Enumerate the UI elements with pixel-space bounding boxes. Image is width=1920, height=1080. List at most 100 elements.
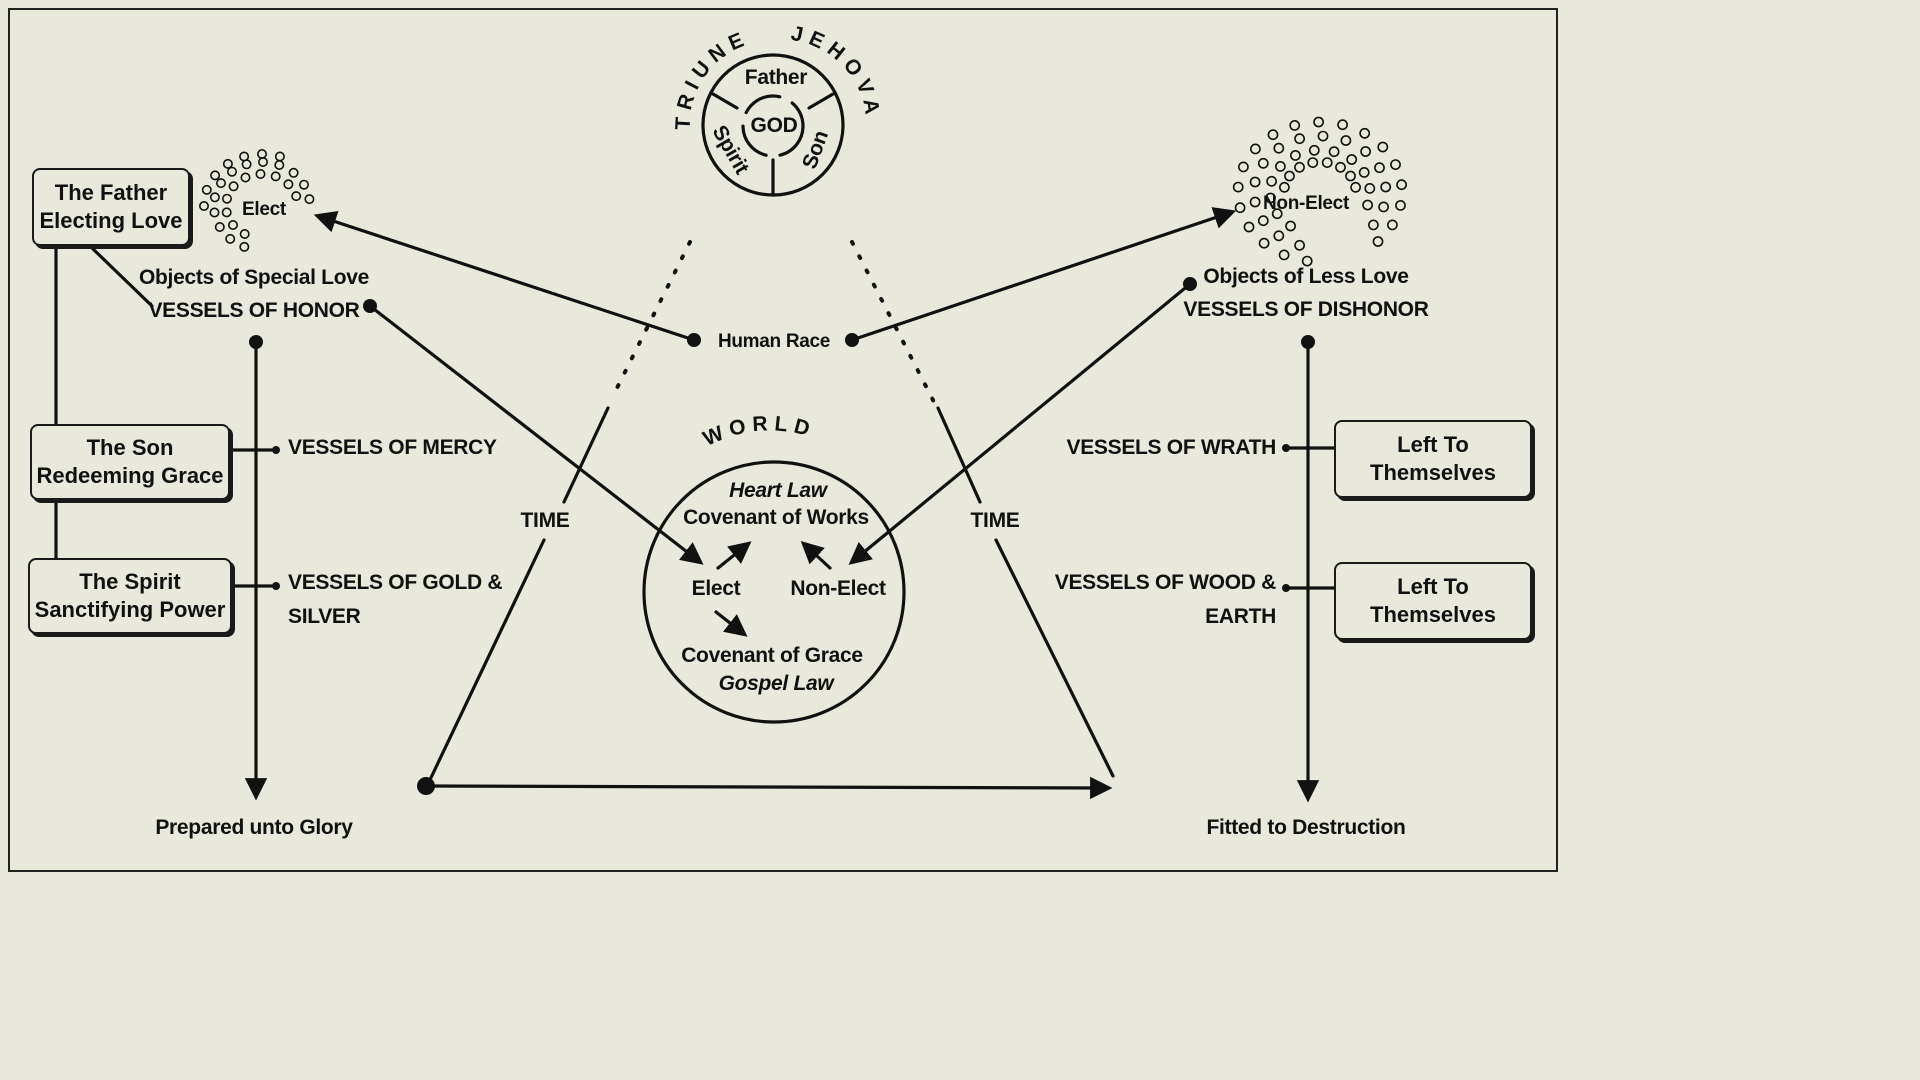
cluster-dot	[214, 222, 225, 233]
cluster-dot	[1321, 157, 1333, 168]
cluster-dot	[1234, 202, 1246, 214]
arrow-to-elect	[313, 210, 696, 342]
covenant-of-grace-label: Covenant of Grace	[681, 644, 863, 667]
time-label-left: TIME	[520, 509, 570, 532]
cluster-dot	[240, 172, 251, 183]
covenant-of-works-label: Covenant of Works	[683, 506, 869, 529]
godhead-father-label: Father	[744, 66, 808, 89]
world-arrow-nonelect-up	[800, 540, 832, 570]
cluster-dot	[239, 241, 250, 252]
cluster-dot	[1243, 221, 1255, 233]
spirit-box-line2: Sanctifying Power	[34, 597, 226, 622]
son-box-line1: The Son	[86, 435, 174, 460]
cluster-dot	[256, 149, 267, 160]
arrow-honor-to-world	[368, 304, 704, 565]
nonelect-dot-cluster	[1232, 116, 1407, 267]
world-circle	[642, 460, 906, 724]
cluster-dot	[1372, 236, 1384, 247]
cluster-dot	[225, 233, 236, 244]
cluster-dot	[1377, 141, 1389, 153]
vessels-mercy-label: VESSELS OF MERCY	[288, 436, 497, 459]
cluster-dot	[1273, 142, 1285, 154]
time-line-right-lower	[994, 538, 1115, 778]
wrath-dot	[1282, 444, 1290, 452]
cluster-dot	[1279, 181, 1290, 193]
cluster-dot	[1289, 120, 1301, 131]
cluster-dot	[1294, 161, 1305, 173]
spirit-sanctifying-power-box: The Spirit Sanctifying Power	[28, 558, 232, 634]
cluster-dot	[1301, 255, 1313, 267]
cluster-dot	[1232, 181, 1244, 193]
cluster-dot	[216, 178, 227, 189]
godhead-center-label: GOD	[750, 114, 798, 137]
cluster-dot	[1273, 230, 1285, 242]
time-line-right-upper	[936, 406, 982, 504]
cluster-dot	[1387, 219, 1398, 231]
father-to-honor-line	[90, 246, 154, 308]
cluster-dot	[1368, 219, 1379, 231]
vessels-dishonor-label: VESSELS OF DISHONOR	[1183, 298, 1429, 321]
cluster-dot	[255, 169, 266, 180]
cluster-dot	[1284, 170, 1295, 182]
cluster-dot	[1250, 143, 1261, 155]
heart-law-label: Heart Law	[729, 479, 827, 502]
cluster-dot	[1238, 161, 1249, 173]
cluster-dot	[228, 181, 239, 192]
cluster-dot	[1249, 176, 1261, 188]
cluster-dot	[209, 192, 220, 203]
world-arc-text: WORLD	[700, 412, 818, 451]
cluster-dot	[1317, 130, 1329, 142]
cluster-dot	[291, 191, 302, 202]
cluster-dot	[1258, 237, 1270, 249]
time-line-left-lower	[426, 538, 546, 786]
cluster-dot	[288, 167, 299, 178]
cluster-dot	[1307, 157, 1319, 168]
gold-dot	[272, 582, 280, 590]
objects-special-love-label: Objects of Special Love	[138, 266, 370, 289]
time-label-right: TIME	[970, 509, 1020, 532]
cluster-dot	[1308, 144, 1320, 156]
mercy-dot	[272, 446, 280, 454]
time-base-dot	[417, 777, 435, 795]
cluster-dot	[304, 194, 315, 205]
honor-dot	[363, 299, 377, 313]
cluster-dot	[1350, 181, 1361, 193]
vessels-gold-label: VESSELS OF GOLD &	[288, 571, 503, 594]
cluster-dot	[1362, 199, 1373, 211]
son-box-line2: Redeeming Grace	[36, 463, 224, 488]
father-electing-love-box: The Father Electing Love	[32, 168, 190, 246]
cluster-dot	[1266, 175, 1277, 187]
elect-cluster-label: Elect	[242, 199, 286, 220]
human-race-label: Human Race	[717, 331, 831, 352]
time-base-arrow	[424, 776, 1113, 800]
godhead-divider-right	[807, 92, 835, 110]
human-race-dot-left	[687, 333, 701, 347]
cluster-dot	[1380, 181, 1392, 193]
vessels-wrath-label: VESSELS OF WRATH	[1066, 436, 1277, 459]
cluster-dot	[1257, 215, 1269, 227]
diagram-canvas: TRIUNE JEHOVAH WORLD	[0, 0, 1407, 803]
father-box-line1: The Father	[54, 180, 168, 205]
elect-dot-cluster	[199, 149, 315, 252]
cluster-dot	[1290, 149, 1301, 161]
cluster-dot	[239, 229, 250, 240]
cluster-dot	[257, 157, 268, 168]
cluster-dot	[209, 207, 220, 218]
cluster-dot	[222, 193, 233, 204]
godhead-divider-left	[711, 92, 739, 110]
wrath-left-to-themselves-box: Left To Themselves	[1334, 420, 1532, 498]
world-elect-label: Elect	[691, 577, 741, 600]
cluster-dot	[1358, 166, 1370, 178]
arrow-to-nonelect	[850, 207, 1237, 342]
right-vertical-dot	[1301, 335, 1315, 349]
cluster-dot	[270, 171, 281, 182]
cluster-dot	[1257, 157, 1269, 169]
cluster-dot	[228, 220, 239, 231]
cluster-dot	[1285, 220, 1296, 232]
vessels-silver-label: SILVER	[288, 605, 361, 628]
cluster-dot	[1337, 119, 1348, 131]
cluster-dot	[274, 151, 285, 162]
world-arrow-elect-down	[714, 610, 748, 637]
cluster-dot	[1378, 201, 1389, 213]
cluster-dot	[1345, 170, 1356, 182]
